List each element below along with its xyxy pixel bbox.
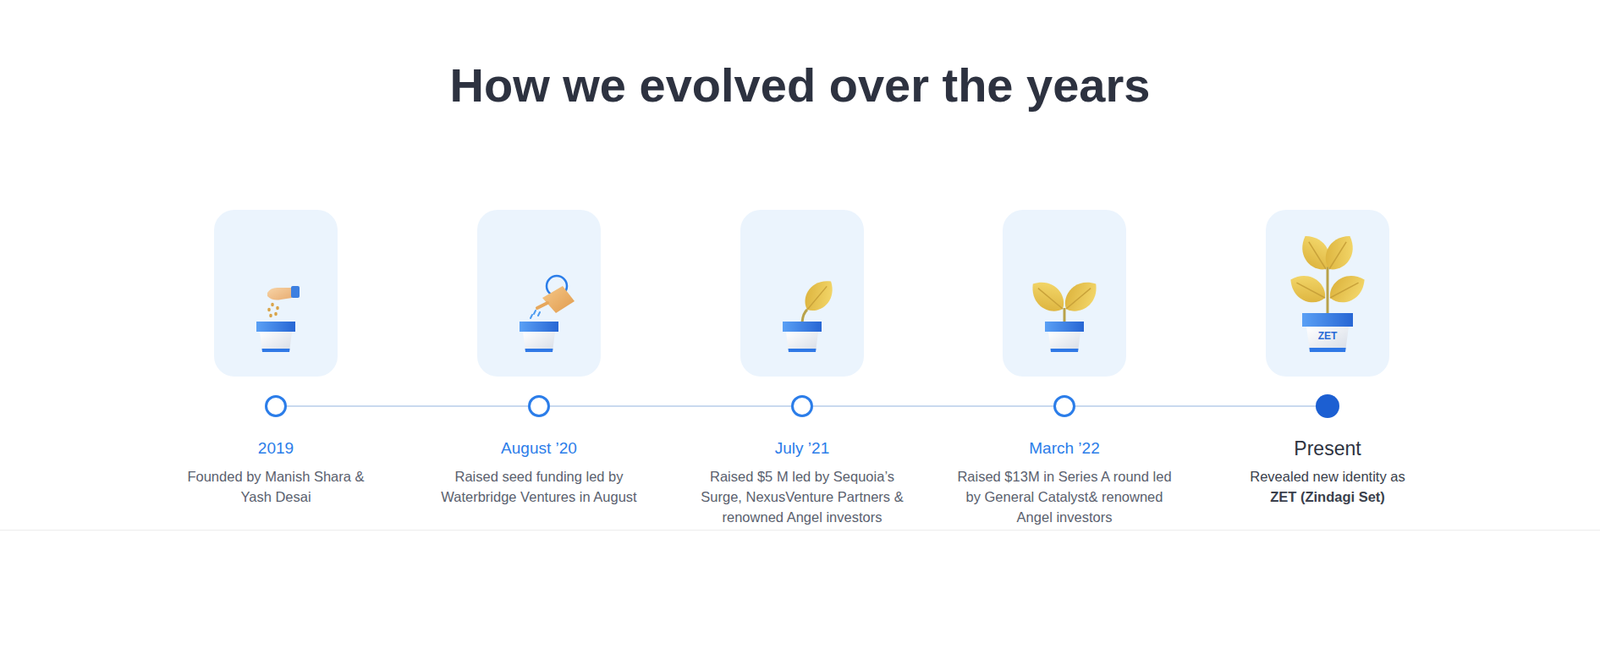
stage-card bbox=[740, 209, 864, 377]
milestone-date: March ’22 bbox=[948, 439, 1181, 458]
stage-cards bbox=[214, 209, 1390, 377]
seed-illustration bbox=[256, 321, 296, 352]
seed bbox=[267, 307, 271, 312]
milestone-marker: July ’21Raised $5 M led by Sequoia’s Sur… bbox=[791, 395, 814, 418]
timeline-connector bbox=[1075, 405, 1316, 407]
milestone-text: March ’22Raised $13M in Series A round l… bbox=[948, 439, 1181, 528]
milestone-text: 2019Founded by Manish Shara & Yash Desai bbox=[186, 439, 366, 507]
stage-card bbox=[1002, 209, 1127, 377]
stage-card bbox=[477, 209, 601, 377]
milestone-marker: PresentRevealed new identity asZET (Zind… bbox=[1315, 394, 1340, 418]
milestone-text: July ’21Raised $5 M led by Sequoia’s Sur… bbox=[692, 439, 912, 528]
milestone-description: Raised $13M in Series A round led by Gen… bbox=[948, 466, 1181, 528]
watering-illustration bbox=[519, 275, 575, 352]
seed bbox=[270, 302, 275, 307]
watering-illustration bbox=[519, 321, 559, 352]
seed-illustration bbox=[256, 285, 300, 352]
plant-illustration bbox=[1285, 269, 1331, 309]
section-divider bbox=[0, 529, 1600, 531]
seed bbox=[269, 313, 273, 318]
milestone-date: Present bbox=[1226, 437, 1430, 460]
sprout-illustration bbox=[782, 321, 822, 352]
plant-illustration bbox=[1302, 313, 1353, 352]
water-drop bbox=[533, 310, 536, 314]
pot-logo: ZET bbox=[1318, 329, 1338, 342]
seed bbox=[275, 306, 280, 310]
milestone-date: 2019 bbox=[186, 439, 366, 458]
page-title: How we evolved over the years bbox=[0, 0, 1600, 116]
hand bbox=[267, 287, 292, 301]
timeline-connector bbox=[549, 405, 792, 407]
timeline-connector bbox=[813, 405, 1054, 407]
water-drop bbox=[530, 314, 533, 319]
milestone-description: Raised $5 M led by Sequoia’s Surge, Nexu… bbox=[692, 466, 912, 528]
milestone-description: Revealed new identity as bbox=[1226, 466, 1430, 487]
plant-illustration bbox=[1319, 229, 1361, 275]
can-spout bbox=[537, 302, 548, 308]
seedling-illustration bbox=[1025, 274, 1105, 352]
milestone-marker: March ’22Raised $13M in Series A round l… bbox=[1053, 395, 1076, 418]
stage-card bbox=[214, 209, 338, 377]
milestone-text: August ’20Raised seed funding led by Wat… bbox=[428, 439, 650, 507]
water-drop bbox=[538, 312, 540, 316]
plant-illustration bbox=[1285, 229, 1371, 352]
milestone-date: August ’20 bbox=[428, 439, 650, 458]
seedling-illustration bbox=[1044, 321, 1084, 352]
milestone-description: Raised seed funding led by Waterbridge V… bbox=[428, 466, 650, 507]
sprout-illustration bbox=[782, 274, 841, 352]
plant-illustration bbox=[1324, 269, 1370, 309]
milestone-marker: 2019Founded by Manish Shara & Yash Desai bbox=[264, 395, 287, 418]
stem bbox=[802, 309, 808, 323]
stage-card bbox=[1265, 209, 1390, 377]
milestone-description: ZET (Zindagi Set) bbox=[1226, 486, 1430, 507]
sprout-illustration bbox=[798, 274, 841, 318]
seedling-illustration bbox=[1058, 274, 1105, 319]
seedling-illustration bbox=[1025, 274, 1072, 319]
timeline-connector bbox=[286, 405, 528, 407]
milestone-date: July ’21 bbox=[692, 439, 912, 458]
stem bbox=[1063, 307, 1067, 323]
seed bbox=[274, 312, 278, 316]
watering-can bbox=[542, 285, 575, 314]
cuff bbox=[291, 285, 300, 298]
milestone-text: PresentRevealed new identity asZET (Zind… bbox=[1226, 437, 1430, 507]
milestone-description: Founded by Manish Shara & Yash Desai bbox=[186, 466, 366, 507]
milestone-marker: August ’20Raised seed funding led by Wat… bbox=[527, 395, 550, 418]
